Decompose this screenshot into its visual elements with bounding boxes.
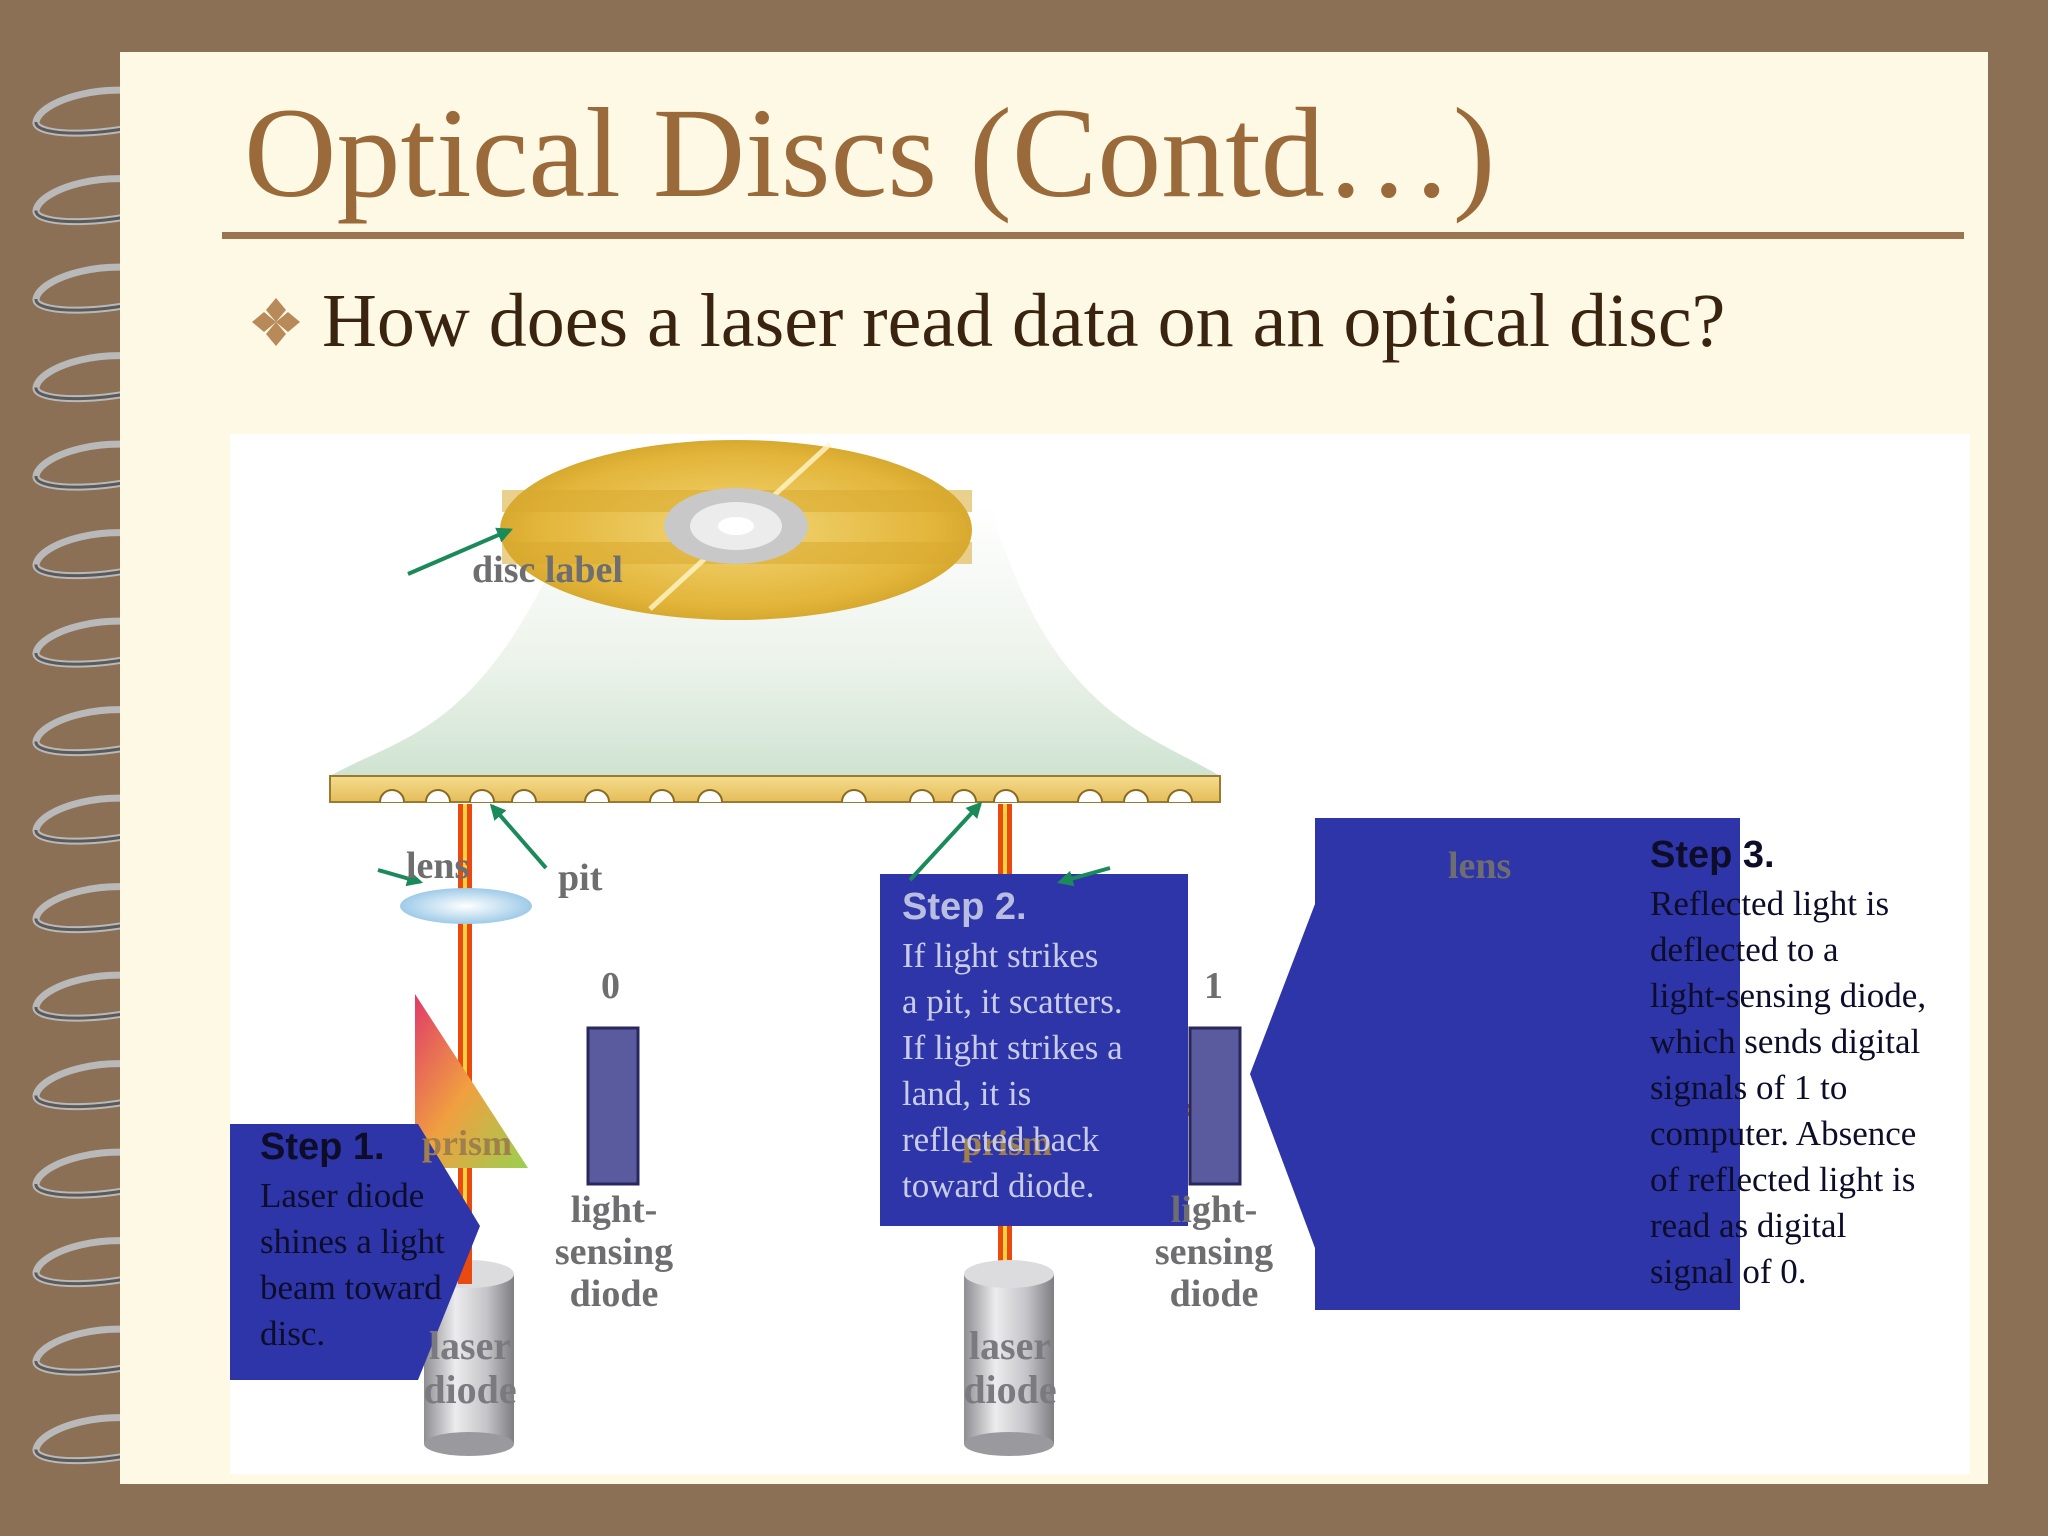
diode-right-label: light- sensing diode (1154, 1189, 1274, 1315)
lens-left (400, 888, 532, 924)
laser-right-label: laser diode (963, 1323, 1057, 1412)
slide-title: Optical Discs (Contd…) (244, 82, 1496, 224)
prism-right-label: prism (962, 1123, 1052, 1163)
digit-one: 1 (1204, 965, 1223, 1007)
laser-diode-right (964, 1260, 1054, 1456)
pit-arrow (489, 803, 548, 870)
step3-body: Reflected light is deflected to a light-… (1650, 884, 1927, 1291)
lens-left-arrow (377, 868, 424, 887)
diode-left-label: light- sensing diode (554, 1189, 674, 1315)
step1-text: Step 1. Laser diode shines a light beam … (260, 1126, 520, 1357)
step2-text: Step 2. If light strikes a pit, it scatt… (902, 886, 1182, 1209)
optical-disc (500, 440, 972, 620)
step1-body: Laser diode shines a light beam toward d… (260, 1176, 445, 1353)
step2-box (880, 874, 1188, 1226)
step3-title: Step 3. (1650, 834, 1775, 876)
step3-text: Step 3. Reflected light is deflected to … (1650, 834, 1960, 1295)
prism-left-label: prism (422, 1123, 512, 1163)
step3-box (1250, 818, 1740, 1310)
step2-body: If light strikes a pit, it scatters. If … (902, 936, 1123, 1205)
step2-title: Step 2. (902, 886, 1027, 928)
disc-label-label: disc label (472, 549, 623, 591)
bullet-text: How does a laser read data on an optical… (322, 279, 1726, 363)
lens-left-label: lens (406, 845, 470, 887)
title-divider (222, 232, 1964, 239)
laser-left-label: laser diode (423, 1323, 517, 1412)
light-sensing-diode-right (1188, 1026, 1242, 1186)
prism-left (415, 994, 528, 1168)
optical-disc-reading-diagram: disc label lens pit prism 0 light- sensi… (230, 434, 1970, 1474)
pit-label: pit (558, 857, 603, 899)
step1-title: Step 1. (260, 1126, 385, 1168)
lens-right-arrow (1056, 866, 1111, 887)
four-diamond-bullet-icon (252, 297, 300, 346)
digit-zero: 0 (601, 965, 620, 1007)
bullet-point: How does a laser read data on an optical… (250, 278, 1725, 365)
light-sensing-diode-left (586, 1026, 640, 1186)
lens-right-label: lens (1448, 845, 1512, 887)
land-arrow (908, 801, 983, 882)
step1-box (230, 1124, 480, 1380)
disc-surface-strip (329, 775, 1221, 803)
disc-label-arrow (407, 527, 513, 576)
